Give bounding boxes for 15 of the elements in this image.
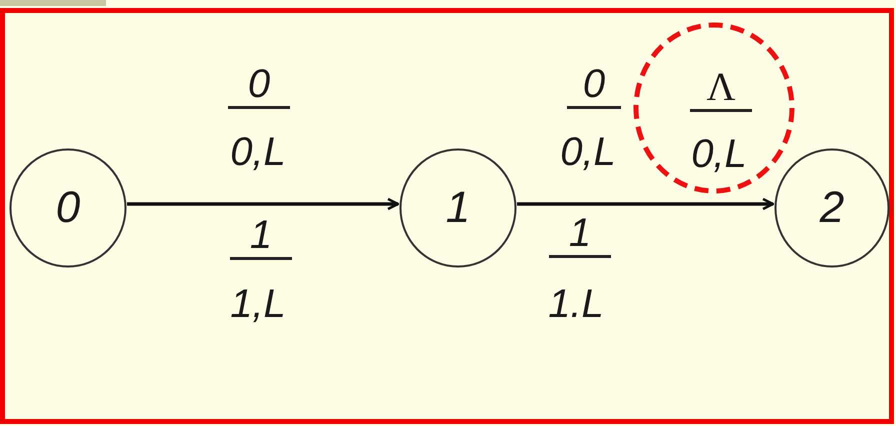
edge-label-denominator: 1,L: [229, 282, 287, 326]
edge-label-numerator: 0: [567, 62, 621, 109]
edge-label-numerator: 1: [230, 213, 292, 260]
edge-label-denominator: 1.L: [547, 282, 605, 326]
edge-label-denominator: 0,L: [690, 132, 748, 176]
state-label: 0: [54, 186, 82, 230]
state-label: 2: [818, 186, 846, 230]
edge-label-numerator: 0: [228, 62, 290, 109]
arrow: [517, 198, 774, 210]
edge-label-denominator: 0,L: [229, 130, 287, 174]
edge-label-denominator: 0,L: [559, 130, 617, 174]
state-label: 1: [444, 186, 472, 230]
edge-label-numerator: Λ: [690, 65, 752, 112]
edge-label-numerator: 1: [549, 211, 611, 258]
arrow: [127, 198, 400, 210]
